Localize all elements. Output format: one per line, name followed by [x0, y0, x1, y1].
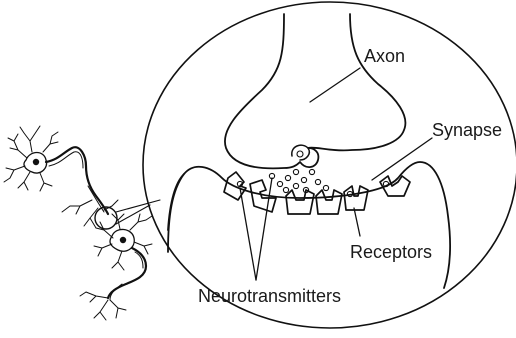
synapse-label: Synapse [432, 120, 502, 140]
upper-neuron-dendrites [4, 126, 58, 191]
receptors-leader-line [354, 208, 360, 236]
axon-terminal-shape [225, 14, 405, 168]
upper-neuron-axon [46, 147, 108, 214]
neurotransmitter-dot [309, 169, 314, 174]
upper-neuron-cell-body [24, 153, 47, 174]
neurotransmitter-dot [283, 187, 288, 192]
neurotransmitters-label: Neurotransmitters [198, 286, 341, 306]
receptor [344, 186, 368, 210]
neurotransmitter-dot [293, 169, 298, 174]
neuron-illustration [4, 126, 160, 320]
vesicle-release-site [292, 145, 310, 160]
magnified-view-circle [143, 2, 516, 328]
neurotransmitter-dot [301, 177, 306, 182]
receptor [316, 190, 342, 214]
neurotransmitter-dot [285, 175, 290, 180]
neurotransmitter-dot [323, 185, 328, 190]
receptors-group [224, 172, 410, 214]
lower-neuron-axon [108, 248, 146, 300]
axon-leader-line [310, 68, 360, 102]
upper-neuron-terminals [62, 200, 118, 228]
lower-neuron-cell-body [110, 229, 134, 251]
neurotransmitter-dot [277, 181, 282, 186]
neurotransmitter-dot [293, 183, 298, 188]
receptor [286, 190, 314, 214]
receptors-label: Receptors [350, 242, 432, 262]
postsynaptic-left-edge [168, 174, 184, 230]
lower-neuron-terminals [80, 292, 126, 320]
axon-label: Axon [364, 46, 405, 66]
neurotransmitter-dot [315, 179, 320, 184]
